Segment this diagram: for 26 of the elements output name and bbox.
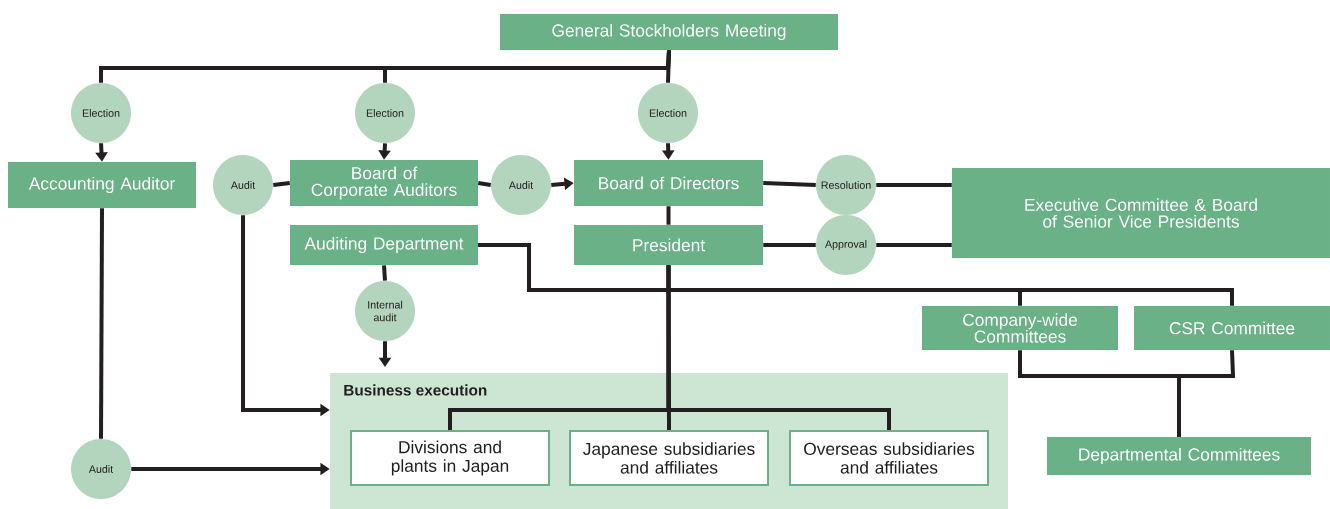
connector-line [666,206,671,225]
org-box: Auditing Department [290,225,478,265]
connector-line [876,183,952,187]
org-box: Board of Corporate Auditors [290,160,478,206]
connector-line [763,243,816,247]
connector-line [763,181,816,187]
org-box: Departmental Committees [1047,437,1311,475]
org-box: Accounting Auditor [8,162,196,208]
connector-line [666,50,671,83]
connector-line [382,265,387,281]
unit-box: Divisions and plants in Japan [350,430,550,486]
connector-line [99,208,104,439]
org-box: Board of Directors [574,160,763,206]
connector-line [1177,350,1236,437]
org-box: Executive Committee & Board of Senior Vice Presidents [952,168,1330,258]
org-box: Company-wide Committees [922,306,1118,350]
connector-line [478,243,1234,306]
org-box: CSR Committee [1134,306,1330,350]
org-box: President [574,225,763,265]
unit-box: Overseas subsidiaries and affiliates [789,430,989,486]
connector-line [477,181,492,187]
unit-box: Japanese subsidiaries and affiliates [569,430,769,486]
connector-line [273,181,290,187]
connector-line [666,265,891,430]
connector-line [876,243,952,247]
org-box: General Stockholders Meeting [500,14,838,50]
